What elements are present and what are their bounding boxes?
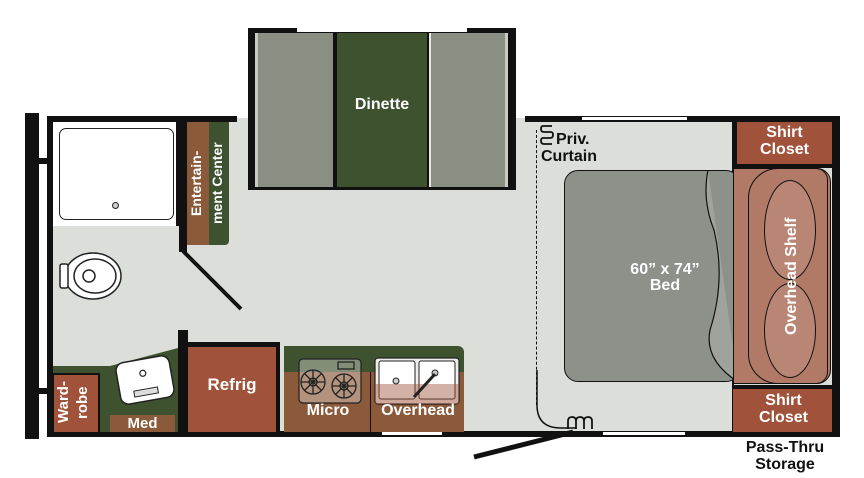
curtain-bottom-icon <box>567 416 593 429</box>
window-bottom-2 <box>603 432 685 435</box>
privacy-curtain-path <box>536 370 576 429</box>
dinette-table: Dinette <box>337 33 427 187</box>
shirt-closet-top-label-1: Shirt <box>766 124 803 141</box>
overhead-label: Overhead <box>381 402 455 419</box>
window-top-right <box>582 117 687 120</box>
dinette-seat-right <box>429 33 508 187</box>
bath-door-swing <box>181 249 243 311</box>
front-bar-tab-top <box>38 158 48 164</box>
front-bar-tab-bottom <box>38 388 48 394</box>
privacy-curtain-label-2: Curtain <box>541 148 597 165</box>
wardrobe-label-2: robe <box>74 386 91 419</box>
kitchen-cabinet-divider <box>370 372 371 432</box>
bed-label-1: 60” x 74” <box>630 261 700 278</box>
bath-wall-divider <box>179 122 187 252</box>
entertainment-center <box>187 122 209 245</box>
bath-wall-lower <box>178 330 188 432</box>
bed-label-2: Bed <box>649 277 681 294</box>
shower <box>53 122 182 226</box>
pass-thru-label-1: Pass-Thru <box>745 439 825 456</box>
privacy-curtain-line <box>536 130 537 405</box>
wall-right <box>832 116 840 437</box>
toilet-icon <box>59 252 122 300</box>
wardrobe <box>52 373 100 432</box>
shower-pan <box>59 128 174 220</box>
dinette-window <box>297 28 467 32</box>
stove-icon <box>298 358 362 404</box>
overhead-shelf-inner <box>748 168 828 384</box>
kitchen-sink-icon <box>374 357 460 405</box>
shirt-closet-top-label-2: Closet <box>760 141 809 158</box>
window-bottom-1 <box>382 432 442 435</box>
micro-label: Micro <box>306 402 350 419</box>
entry-door-swing <box>473 429 574 460</box>
entertainment-label-1: Entertain- <box>188 150 204 217</box>
bath-sink-icon <box>115 355 175 405</box>
entertainment-label-2: ment Center <box>209 142 225 225</box>
shirt-closet-bottom-label-1: Shirt <box>765 392 802 409</box>
dinette-label: Dinette <box>354 96 410 113</box>
bed-pillow-curve <box>705 170 739 382</box>
pass-thru-label-2: Storage <box>755 456 815 473</box>
wall-top-left <box>47 116 237 122</box>
front-bar <box>25 113 39 439</box>
wall-left <box>47 116 53 437</box>
curtain-top-icon <box>540 125 554 145</box>
shirt-closet-bottom-label-2: Closet <box>759 409 808 426</box>
shower-drain <box>112 202 119 209</box>
wall-bottom <box>47 431 840 437</box>
shirt-closet-top <box>733 122 832 168</box>
shelf-oval-top <box>764 180 816 280</box>
refrig-label: Refrig <box>207 375 257 394</box>
med-label: Med <box>127 415 158 432</box>
shirt-closet-bottom <box>733 385 832 432</box>
dinette-seat-left <box>255 33 333 187</box>
shelf-oval-bottom <box>764 283 816 378</box>
medicine-cabinet: Med <box>110 415 175 432</box>
entertainment-center-green <box>209 122 229 245</box>
refrigerator: Refrig <box>188 342 280 432</box>
wardrobe-label-1: Ward- <box>55 381 72 424</box>
overhead-shelf-label: Overhead Shelf <box>783 217 800 335</box>
privacy-curtain-label-1: Priv. <box>556 131 590 148</box>
